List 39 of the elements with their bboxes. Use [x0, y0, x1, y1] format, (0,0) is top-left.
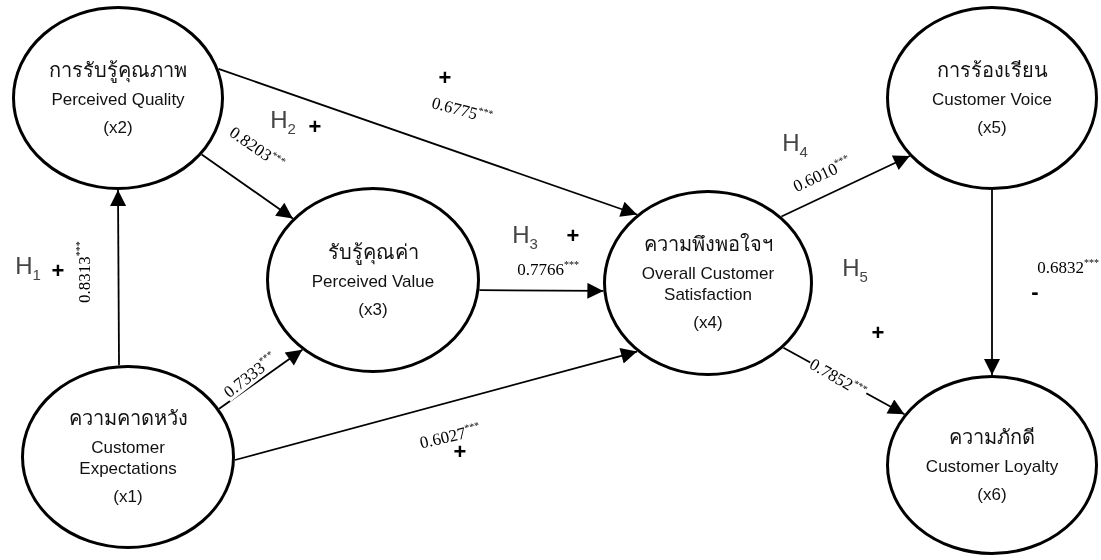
construct-name: Customer Loyalty	[925, 456, 1059, 477]
path-arrow	[200, 153, 294, 220]
sign-label: +	[871, 322, 885, 344]
construct-name: Customer Expectations	[78, 438, 178, 480]
sign-label: +	[438, 67, 452, 89]
sign-label: -	[1031, 281, 1039, 303]
hypothesis-label: H$_{5}$	[842, 256, 868, 284]
path-arrow	[478, 282, 605, 299]
construct-ellipse	[12, 6, 224, 190]
variable-code: (x4)	[693, 313, 723, 334]
thai-construct-name: รับรู้คุณค่า	[327, 239, 419, 264]
thai-construct-name: ความพึงพอใจฯ	[643, 232, 773, 257]
variable-code: (x5)	[977, 118, 1007, 139]
sign-label: +	[51, 260, 65, 282]
sign-label: +	[308, 116, 322, 138]
variable-code: (x2)	[103, 118, 133, 139]
path-arrow	[217, 67, 638, 217]
variable-code: (x3)	[358, 300, 388, 321]
coefficient-label: 0.7766$^{***}$	[516, 260, 580, 278]
sign-label: +	[566, 225, 580, 247]
coefficient-label: 0.6832$^{***}$	[1036, 258, 1100, 276]
construct-name: Overall Customer Satisfaction	[640, 264, 776, 306]
hypothesis-label: H$_{3}$	[512, 223, 538, 251]
variable-code: (x1)	[113, 487, 143, 508]
thai-construct-name: ความคาดหวัง	[68, 406, 188, 431]
thai-construct-name: การร้องเรียน	[936, 57, 1048, 82]
path-arrow	[780, 155, 911, 218]
thai-construct-name: การรับรู้คุณภาพ	[49, 57, 187, 82]
path-arrow	[110, 189, 127, 367]
path-arrow	[984, 189, 1000, 376]
path-arrow	[234, 348, 638, 461]
construct-name: Customer Voice	[932, 89, 1052, 110]
hypothesis-label: H$_{1}$	[15, 254, 41, 282]
construct-name: Perceived Value	[311, 271, 435, 292]
construct-ellipse	[886, 6, 1098, 190]
variable-code: (x6)	[977, 485, 1007, 506]
thai-construct-name: ความภักดี	[949, 424, 1035, 449]
construct-ellipse	[886, 375, 1098, 555]
construct-name: Perceived Quality	[51, 89, 185, 110]
